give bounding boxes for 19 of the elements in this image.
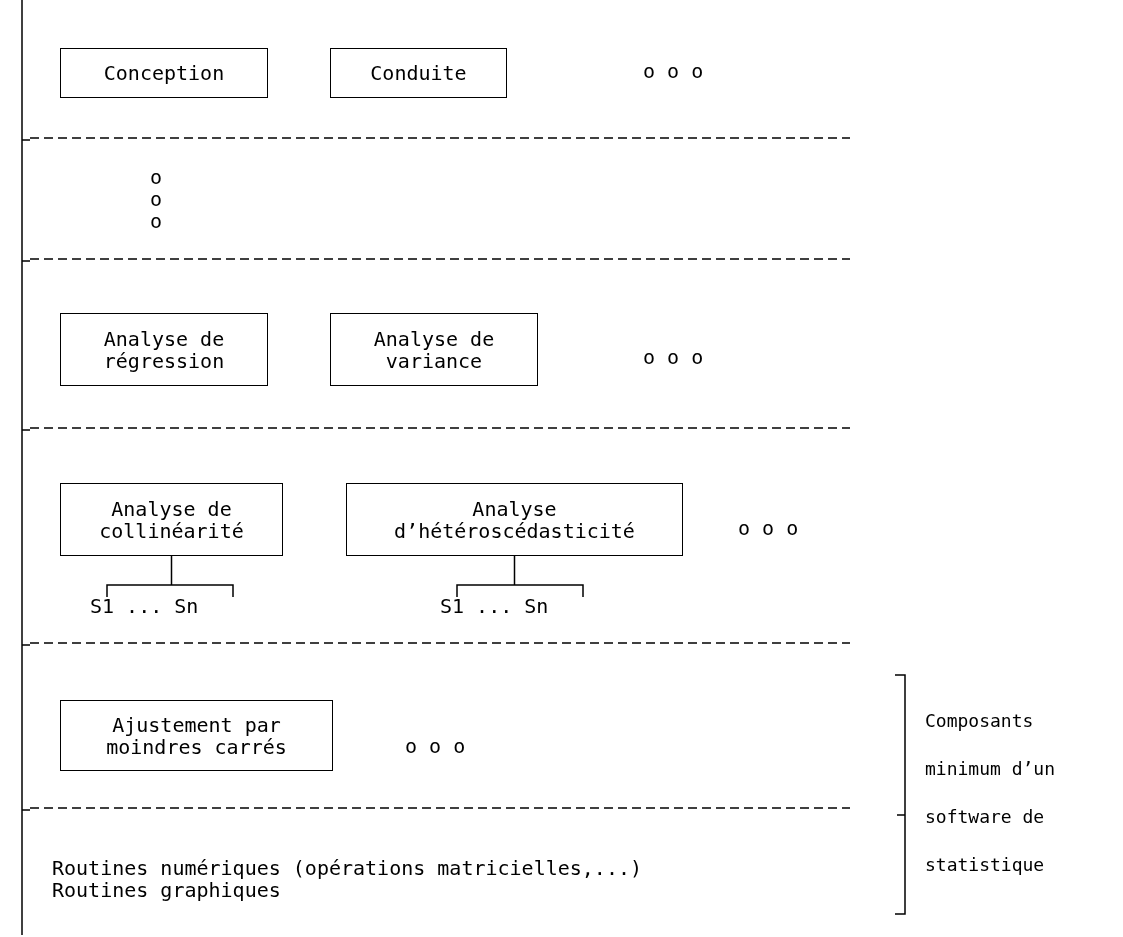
note-text: Composants minimum d’un software de statistique (925, 709, 1057, 877)
subscript-label: S1 ... Sn (90, 595, 236, 617)
branch-connector (456, 555, 584, 598)
text-line: Routines graphiques (52, 879, 281, 901)
process-box: Analyse de régression (60, 313, 268, 386)
ellipsis: o o o (405, 735, 466, 757)
process-box: Ajustement par moindres carrés (60, 700, 333, 771)
ellipsis: o o o (643, 346, 704, 368)
ellipsis: o o o (150, 166, 164, 232)
process-box: Analyse de variance (330, 313, 538, 386)
ellipsis: o o o (643, 60, 704, 82)
ellipsis: o o o (738, 517, 799, 539)
process-box: Analyse de collinéarité (60, 483, 283, 556)
process-box: Analyse d’hétéroscédasticité (346, 483, 683, 556)
subscript-label: S1 ... Sn (440, 595, 586, 617)
process-box: Conception (60, 48, 268, 98)
text-line: Routines numériques (opérations matricielles,...) (52, 857, 642, 879)
branch-connector (106, 555, 234, 598)
process-box: Conduite (330, 48, 507, 98)
